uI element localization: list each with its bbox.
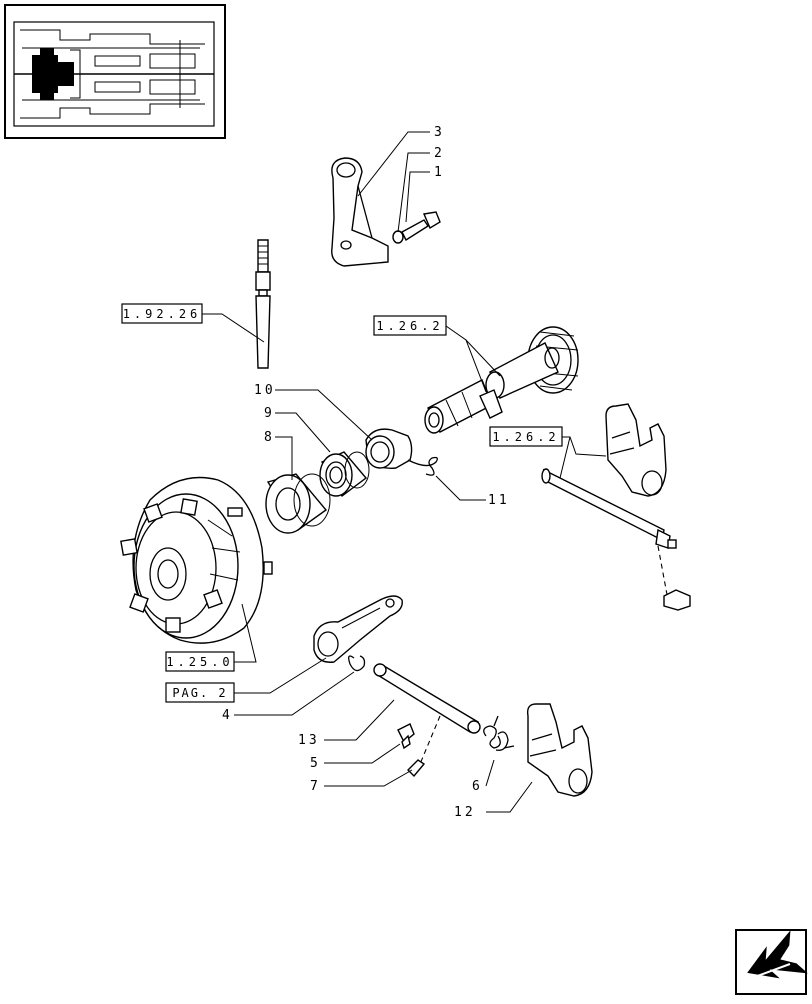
- guide-sleeve: [424, 326, 579, 434]
- callout-3: 3: [434, 125, 442, 140]
- release-fork-lower: [526, 703, 593, 797]
- callout-8: 8: [264, 430, 272, 445]
- callout-5: 5: [310, 756, 318, 771]
- ref-box-1-26-2-mid[interactable]: 1.26.2: [489, 426, 563, 447]
- ref-box-pag-2[interactable]: PAG. 2: [165, 682, 235, 703]
- callout-7: 7: [310, 779, 318, 794]
- operating-lever: [313, 595, 403, 663]
- transmission-section-icon: [13, 21, 215, 127]
- callout-4: 4: [222, 708, 230, 723]
- callouts: 3 2 1 10 9 8 11 4 13 5 7 6 12: [222, 125, 510, 820]
- callout-12: 12: [454, 805, 476, 820]
- bolt: [401, 211, 441, 242]
- roll-pin: [407, 759, 426, 778]
- ref-label-1-92-26: 1.92.26: [123, 307, 202, 321]
- callout-6: 6: [472, 779, 480, 794]
- spacer-ring: [265, 473, 331, 534]
- next-page-arrow-icon[interactable]: [735, 929, 808, 995]
- torsion-spring: [483, 715, 515, 751]
- ref-box-1-92-26[interactable]: 1.92.26: [121, 303, 203, 324]
- fork-screw: [397, 723, 415, 750]
- washer: [392, 230, 404, 244]
- return-spring-hook: [407, 456, 438, 476]
- callout-11: 11: [488, 493, 510, 508]
- release-fork-shaft: [541, 468, 691, 611]
- release-bearing: [365, 428, 413, 469]
- support-bracket: [331, 157, 389, 267]
- release-fork-upper: [605, 403, 667, 497]
- clutch-assembly: [120, 476, 273, 644]
- callout-9: 9: [264, 406, 272, 421]
- ref-label-pag-2: PAG. 2: [172, 686, 227, 700]
- ref-label-1-26-2-mid: 1.26.2: [492, 430, 559, 444]
- ball-bearing: [319, 451, 370, 498]
- ref-box-1-25-0[interactable]: 1.25.0: [165, 651, 235, 672]
- callout-2: 2: [434, 146, 442, 161]
- leader-lines: [202, 131, 607, 813]
- callout-13: 13: [298, 733, 320, 748]
- callout-10: 10: [254, 383, 276, 398]
- ref-label-1-26-2-top: 1.26.2: [376, 319, 443, 333]
- callout-1: 1: [434, 165, 442, 180]
- cross-shaft: [373, 663, 481, 734]
- location-thumbnail: [4, 4, 226, 139]
- circlip: [348, 655, 366, 672]
- assembly-line: [419, 715, 441, 765]
- ref-box-1-26-2-top[interactable]: 1.26.2: [373, 315, 447, 336]
- ref-label-1-25-0: 1.25.0: [166, 655, 233, 669]
- release-cable: [255, 239, 271, 369]
